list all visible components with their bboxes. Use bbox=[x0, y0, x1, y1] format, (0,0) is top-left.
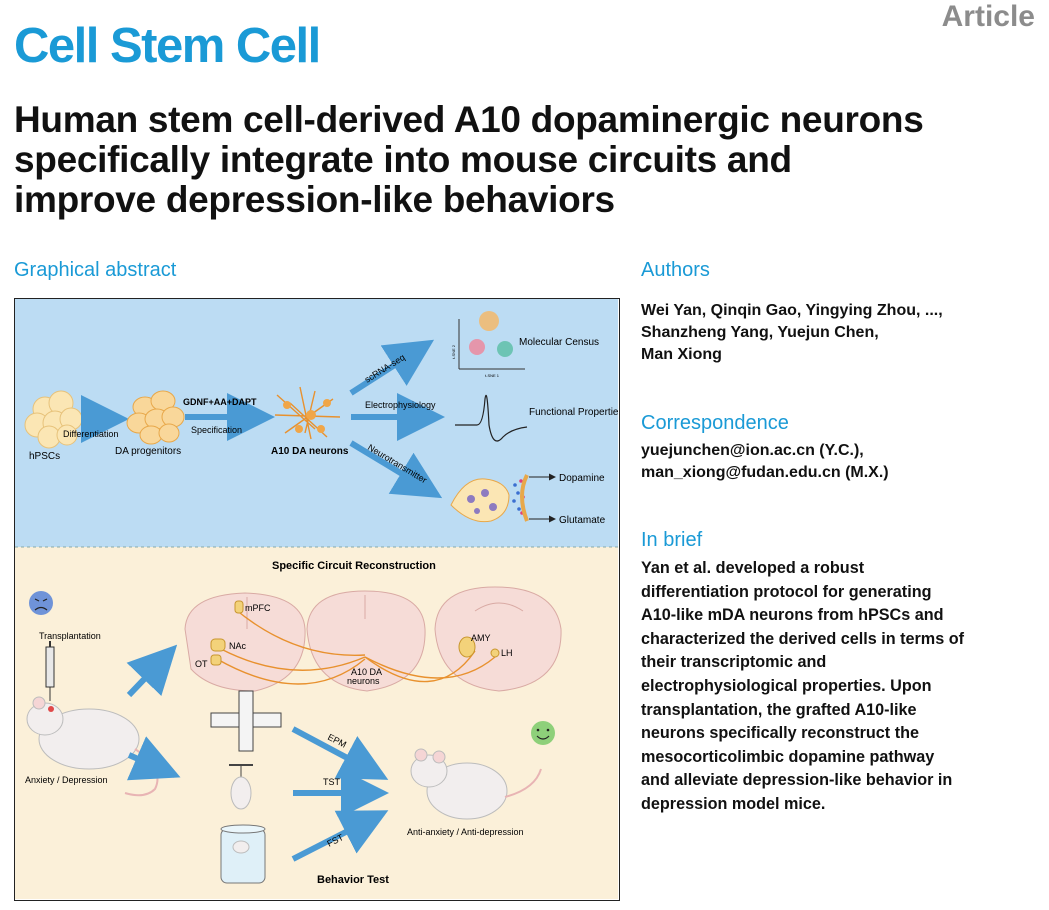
in-brief-line: electrophysiological properties. Upon bbox=[641, 676, 932, 695]
label-dopamine: Dopamine bbox=[559, 473, 605, 484]
behavior-test-title: Behavior Test bbox=[317, 874, 389, 886]
synapse-icon bbox=[450, 474, 529, 523]
da-progenitor-cluster-icon bbox=[126, 390, 185, 445]
graphical-abstract-heading: Graphical abstract bbox=[14, 259, 177, 281]
label-tst: TST bbox=[323, 777, 341, 787]
sad-face-icon bbox=[29, 591, 53, 615]
label-amy: AMY bbox=[471, 633, 491, 643]
title-line: Human stem cell-derived A10 dopaminergic… bbox=[14, 99, 924, 140]
in-brief-line: neurons specifically reconstruct the bbox=[641, 724, 919, 743]
in-brief-line: differentiation protocol for generating bbox=[641, 582, 932, 601]
epm-maze-icon bbox=[210, 690, 282, 752]
email-link[interactable]: yuejunchen@ion.ac.cn (Y.C.), bbox=[641, 442, 864, 459]
in-brief-line: characterized the derived cells in terms… bbox=[641, 629, 964, 648]
label-glutamate: Glutamate bbox=[559, 515, 606, 526]
tsne-x-axis-label: t-SNE 1 bbox=[485, 373, 500, 378]
label-lh: LH bbox=[501, 648, 513, 658]
tsne-plot-icon bbox=[458, 311, 525, 370]
journal-name: Cell Stem Cell bbox=[14, 19, 321, 73]
in-brief-line: Yan et al. developed a robust bbox=[641, 559, 865, 577]
graphical-abstract-svg: hPSCs Differentiation DA progenitors GDN… bbox=[15, 299, 618, 899]
label-mpfc: mPFC bbox=[245, 603, 271, 613]
circuit-reconstruction-title: Specific Circuit Reconstruction bbox=[272, 560, 436, 572]
in-brief-line: their transcriptomic and bbox=[641, 653, 827, 672]
label-gdnf-aa-dapt: GDNF+AA+DAPT bbox=[183, 397, 257, 407]
label-specification: Specification bbox=[191, 425, 242, 435]
label-transplantation: Transplantation bbox=[39, 631, 101, 641]
authors-line: Man Xiong bbox=[641, 346, 722, 363]
in-brief-line: A10-like mDA neurons from hPSCs and bbox=[641, 606, 944, 625]
title-line: improve depression-like behaviors bbox=[14, 179, 615, 220]
label-da-progenitors: DA progenitors bbox=[115, 446, 181, 457]
in-brief-heading: In brief bbox=[641, 529, 703, 551]
authors-line: Shanzheng Yang, Yuejun Chen, bbox=[641, 324, 879, 341]
label-a10-da: A10 DA bbox=[351, 667, 382, 677]
label-functional-properties: Functional Properties bbox=[529, 407, 618, 418]
syringe-icon bbox=[45, 641, 55, 701]
mouse-illustration bbox=[26, 696, 159, 797]
label-anti-anxiety: Anti-anxiety / Anti-depression bbox=[407, 827, 524, 837]
action-potential-trace bbox=[455, 394, 528, 442]
label-hpscs: hPSCs bbox=[29, 451, 60, 462]
in-brief-text: Yan et al. developed a robust differenti… bbox=[641, 557, 1041, 817]
label-nac: NAc bbox=[229, 641, 247, 651]
authors-list: Wei Yan, Qinqin Gao, Yingying Zhou, ...,… bbox=[641, 300, 1041, 366]
in-brief-line: and alleviate depression-like behavior i… bbox=[641, 771, 953, 790]
authors-line: Wei Yan, Qinqin Gao, Yingying Zhou, ..., bbox=[641, 302, 943, 319]
happy-face-icon bbox=[531, 721, 555, 745]
email-link[interactable]: man_xiong@fudan.edu.cn (M.X.) bbox=[641, 464, 889, 481]
correspondence-list: yuejunchen@ion.ac.cn (Y.C.), man_xiong@f… bbox=[641, 440, 1041, 484]
hpsc-cluster-icon bbox=[24, 390, 83, 449]
fst-cylinder-icon bbox=[220, 824, 266, 884]
label-differentiation: Differentiation bbox=[63, 429, 118, 439]
article-title: Human stem cell-derived A10 dopaminergic… bbox=[14, 100, 1034, 220]
label-neurons: neurons bbox=[347, 676, 380, 686]
title-line: specifically integrate into mouse circui… bbox=[14, 139, 792, 180]
in-brief-line: depression model mice. bbox=[641, 794, 826, 813]
tst-mouse-icon bbox=[229, 764, 253, 810]
graphical-abstract-figure: hPSCs Differentiation DA progenitors GDN… bbox=[14, 298, 620, 901]
happy-mouse-illustration bbox=[410, 748, 542, 820]
authors-heading: Authors bbox=[641, 259, 710, 281]
article-type-label: Article bbox=[941, 0, 1035, 33]
correspondence-heading: Correspondence bbox=[641, 412, 789, 434]
in-brief-line: transplantation, the grafted A10-like bbox=[641, 700, 917, 719]
in-brief-line: mesocorticolimbic dopamine pathway bbox=[641, 747, 935, 766]
label-ot: OT bbox=[195, 659, 208, 669]
label-electrophysiology: Electrophysiology bbox=[365, 400, 436, 410]
brain-slice-3 bbox=[434, 586, 562, 692]
label-molecular-census: Molecular Census bbox=[519, 337, 599, 348]
label-a10-da-neurons: A10 DA neurons bbox=[271, 446, 349, 457]
brain-slice-1 bbox=[184, 592, 306, 692]
tsne-y-axis-label: t-SNE 2 bbox=[451, 344, 456, 359]
label-anxiety-depression: Anxiety / Depression bbox=[25, 775, 108, 785]
